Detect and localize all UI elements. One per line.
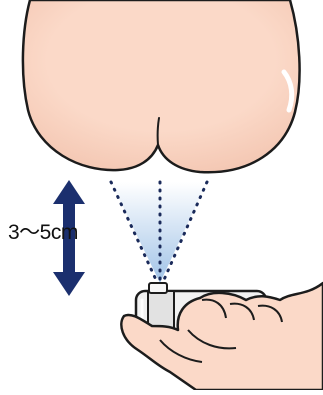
spray-mist-cone xyxy=(111,182,207,283)
buttocks-illustration xyxy=(23,0,300,172)
distance-label: 3～5cm xyxy=(8,222,78,243)
